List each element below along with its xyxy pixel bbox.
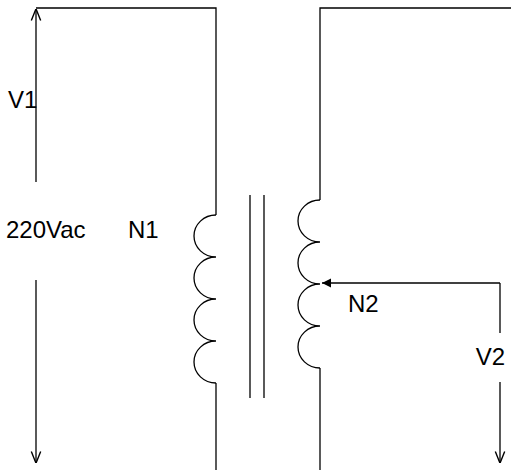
voltage-arrow [499, 382, 500, 462]
primary-wire [36, 8, 216, 215]
text-label: N2 [348, 292, 379, 316]
primary-coil [194, 215, 216, 383]
text-label: 220Vac [6, 218, 86, 242]
tap-arrow [322, 282, 500, 283]
primary-wire [215, 383, 216, 470]
transformer-core [249, 195, 250, 398]
secondary-wire [319, 368, 320, 470]
text-label: V1 [8, 88, 37, 112]
voltage-arrow [35, 280, 36, 462]
text-label: N1 [128, 218, 159, 242]
voltage-arrow [499, 283, 500, 333]
text-label: V2 [476, 345, 505, 369]
secondary-coil [298, 200, 320, 368]
transformer-core [263, 195, 264, 398]
secondary-wire [320, 8, 511, 200]
